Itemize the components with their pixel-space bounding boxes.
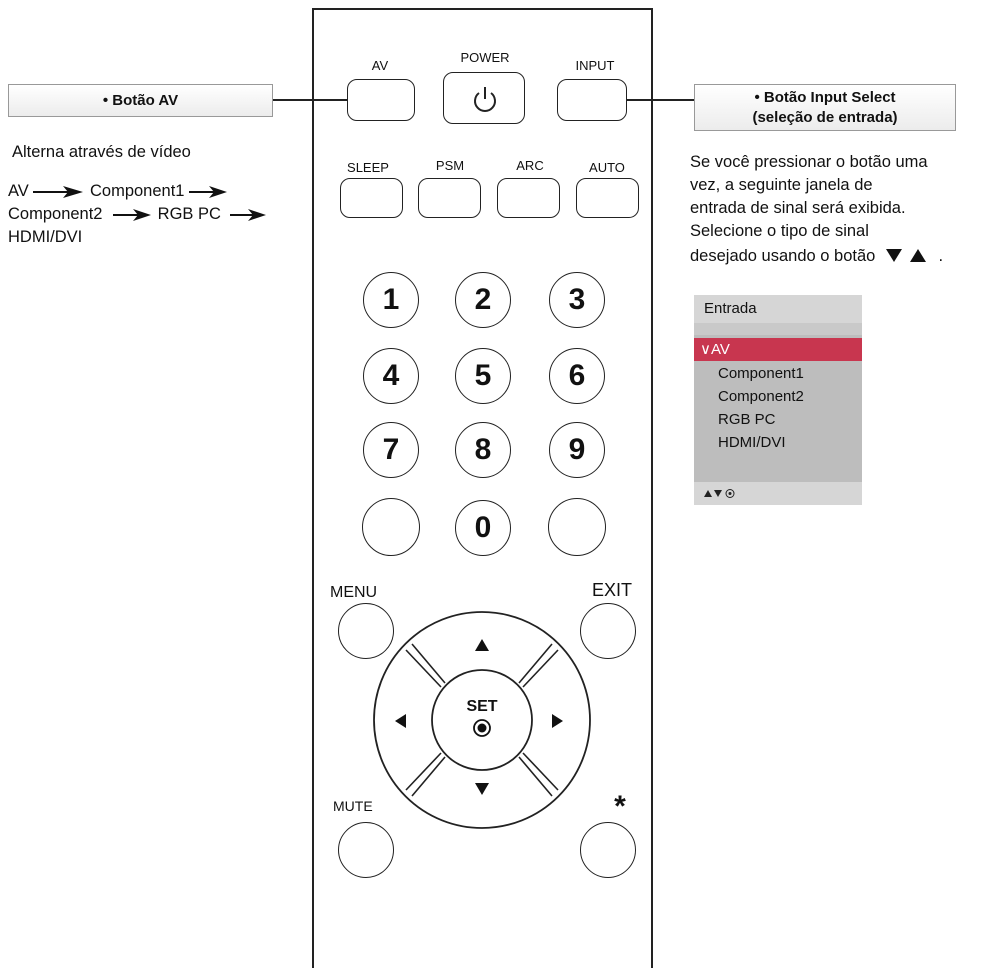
input-desc-line-4: Selecione o tipo de sinal xyxy=(690,222,869,240)
input-desc-line-5: desejado usando o botão . xyxy=(690,245,943,268)
osd-item-component1[interactable]: Component1 xyxy=(718,365,804,382)
exit-button[interactable] xyxy=(580,603,636,659)
arrow-right-icon xyxy=(189,185,228,198)
mute-label: MUTE xyxy=(333,798,373,814)
number-4-button[interactable]: 4 xyxy=(363,348,419,404)
up-arrow-icon xyxy=(475,639,489,651)
input-callout-line xyxy=(627,99,695,101)
number-8-button[interactable]: 8 xyxy=(455,422,511,478)
osd-item-rgb-pc[interactable]: RGB PC xyxy=(718,411,776,428)
psm-button[interactable] xyxy=(418,178,481,218)
up-button[interactable] xyxy=(450,615,514,665)
input-desc-line-2: vez, a seguinte janela de xyxy=(690,176,873,194)
star-label: * xyxy=(614,790,626,823)
auto-button[interactable] xyxy=(576,178,639,218)
input-desc-line-5-period: . xyxy=(938,247,944,265)
menu-label: MENU xyxy=(330,584,378,601)
osd-item-component2[interactable]: Component2 xyxy=(718,388,804,405)
osd-item-hdmi-dvi[interactable]: HDMI/DVI xyxy=(718,434,786,451)
arrow-right-icon xyxy=(113,208,152,221)
menu-button[interactable] xyxy=(338,603,394,659)
input-select-title: • Botão Input Select xyxy=(754,89,896,106)
input-select-subtitle: (seleção de entrada) xyxy=(752,109,898,126)
star-button[interactable] xyxy=(580,822,636,878)
av-label: AV xyxy=(371,58,389,73)
sequence-av: AV xyxy=(8,182,29,200)
down-button[interactable] xyxy=(450,775,514,825)
osd-title: Entrada xyxy=(694,295,862,323)
input-desc-line-1: Se você pressionar o botão uma xyxy=(690,153,928,171)
power-label: POWER xyxy=(460,50,510,65)
right-button[interactable] xyxy=(536,690,586,750)
sequence-component2: Component2 xyxy=(8,205,103,223)
arc-button[interactable] xyxy=(497,178,560,218)
number-0-button[interactable]: 0 xyxy=(455,500,511,556)
number-9-button[interactable]: 9 xyxy=(549,422,605,478)
input-desc-line-3: entrada de sinal será exibida. xyxy=(690,199,906,217)
remote-control-body xyxy=(312,8,653,968)
arrow-right-icon xyxy=(229,208,266,221)
number-2-button[interactable]: 2 xyxy=(455,272,511,328)
input-desc-line-5-text: desejado usando o botão xyxy=(690,247,876,265)
mute-button[interactable] xyxy=(338,822,394,878)
input-label: INPUT xyxy=(575,58,615,73)
number-5-button[interactable]: 5 xyxy=(455,348,511,404)
exit-label: EXIT xyxy=(591,580,632,600)
sequence-line-1: AV Component1 xyxy=(8,180,229,203)
psm-label: PSM xyxy=(435,158,465,173)
target-icon xyxy=(473,719,491,737)
down-arrow-icon xyxy=(475,783,489,795)
input-select-callout-box: • Botão Input Select (seleção de entrada… xyxy=(694,84,956,131)
input-button[interactable] xyxy=(557,79,627,121)
sequence-line-2: Component2 RGB PC xyxy=(8,203,268,226)
av-button-callout-box: • Botão AV xyxy=(8,84,273,117)
av-callout-line xyxy=(273,99,348,101)
sleep-button[interactable] xyxy=(340,178,403,218)
number-1-button[interactable]: 1 xyxy=(363,272,419,328)
number-7-button[interactable]: 7 xyxy=(363,422,419,478)
set-label: SET xyxy=(466,698,498,715)
sequence-component1: Component1 xyxy=(89,182,185,200)
navigation-hint-icon xyxy=(704,489,735,499)
power-icon xyxy=(474,87,496,112)
number-6-button[interactable]: 6 xyxy=(549,348,605,404)
right-arrow-icon xyxy=(552,714,563,728)
av-description: Alterna através de vídeo xyxy=(12,143,191,161)
sequence-hdmi-dvi: HDMI/DVI xyxy=(8,228,83,246)
sleep-label: SLEEP xyxy=(347,160,389,175)
input-osd-menu: Entrada ∨AV Component1 Component2 RGB PC… xyxy=(694,295,862,505)
av-button[interactable] xyxy=(347,79,415,121)
down-up-triangles-icon xyxy=(885,249,926,262)
osd-item-av[interactable]: ∨AV xyxy=(694,338,862,361)
osd-separator xyxy=(694,323,862,335)
left-button[interactable] xyxy=(378,690,428,750)
osd-footer xyxy=(694,482,862,505)
blank-left-button[interactable] xyxy=(362,498,420,556)
number-3-button[interactable]: 3 xyxy=(549,272,605,328)
left-arrow-icon xyxy=(395,714,406,728)
sequence-rgb-pc: RGB PC xyxy=(157,205,221,223)
blank-right-button[interactable] xyxy=(548,498,606,556)
check-icon: ∨ xyxy=(700,341,711,358)
auto-label: AUTO xyxy=(589,160,625,175)
set-button[interactable]: SET xyxy=(436,674,528,766)
arc-label: ARC xyxy=(516,158,544,173)
power-button[interactable] xyxy=(443,72,525,124)
osd-item-label: AV xyxy=(710,341,730,358)
arrow-right-icon xyxy=(33,185,84,198)
